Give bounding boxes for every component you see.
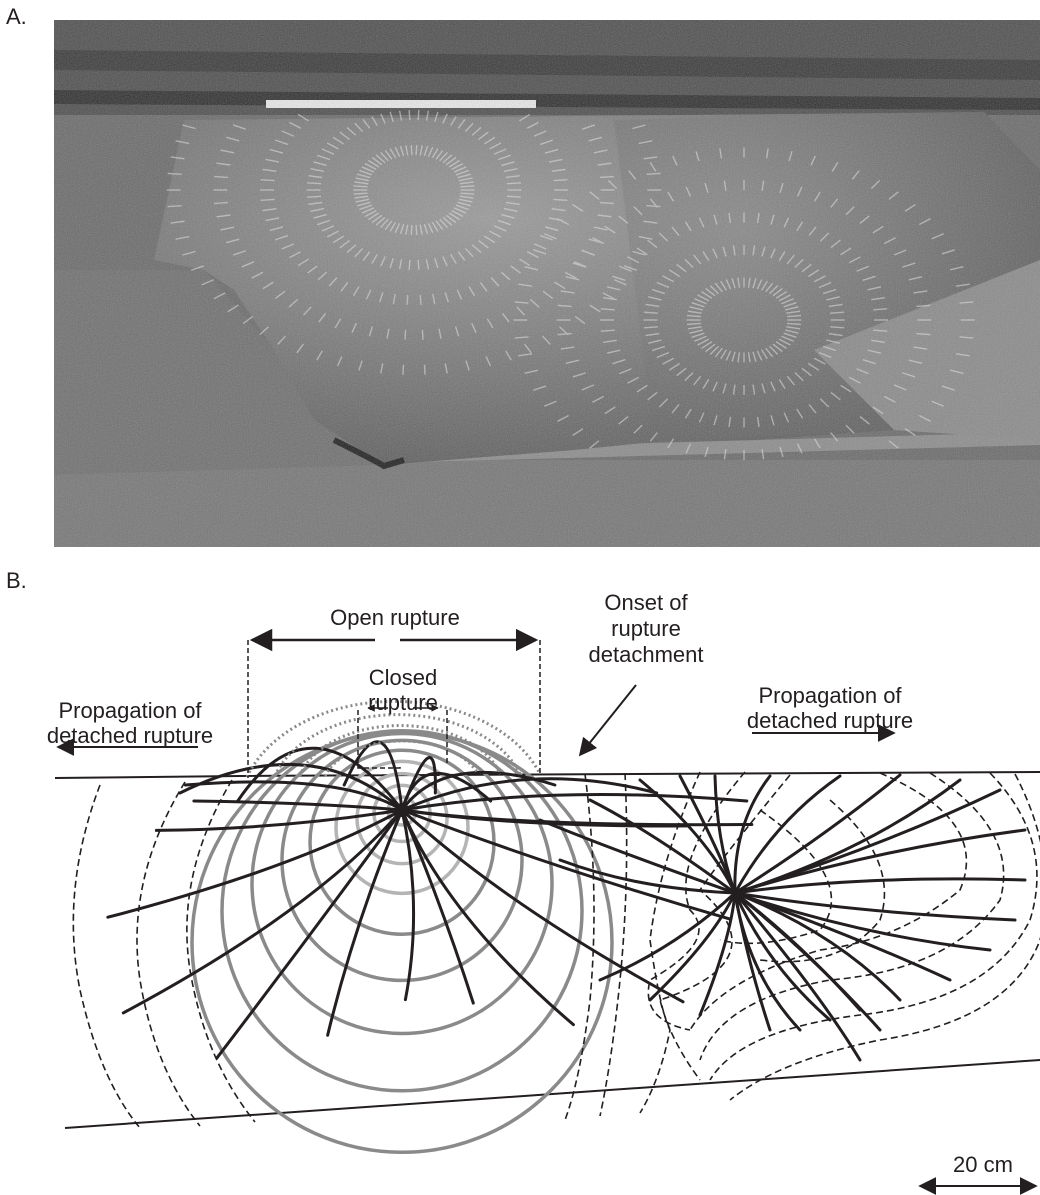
label-prop-left-1: Propagation of [58, 698, 202, 723]
label-prop-left-2: detached rupture [47, 723, 213, 748]
label-scale: 20 cm [953, 1152, 1013, 1177]
label-open-rupture: Open rupture [330, 605, 460, 630]
label-prop-right-1: Propagation of [758, 683, 902, 708]
panel-a-label: A. [6, 4, 27, 30]
label-onset-2: rupture [611, 616, 681, 641]
label-prop-right-2: detached rupture [747, 708, 913, 733]
rupture-ring [282, 740, 522, 980]
rupture-diagram: Open rupture Closed rupture Onset of rup… [0, 560, 1040, 1195]
hackle-line [735, 830, 1025, 893]
onset-arrow [580, 685, 636, 755]
block-bottom-edge [65, 1060, 1040, 1128]
hackle-line [194, 801, 402, 810]
hackle-line [735, 893, 860, 1010]
rupture-origin-point [395, 803, 409, 817]
label-onset-3: detachment [589, 642, 704, 667]
rupture-ring [252, 734, 552, 1034]
hackle-line [735, 780, 960, 893]
hackle-line [123, 810, 402, 1013]
rock-fracture-photo [54, 20, 1040, 547]
hackle-lines-right [540, 775, 1025, 1060]
block-top-edge [55, 772, 1040, 778]
label-closed-rupture-2: rupture [368, 690, 438, 715]
label-closed-rupture-1: Closed [369, 665, 437, 690]
label-onset-1: Onset of [604, 590, 688, 615]
